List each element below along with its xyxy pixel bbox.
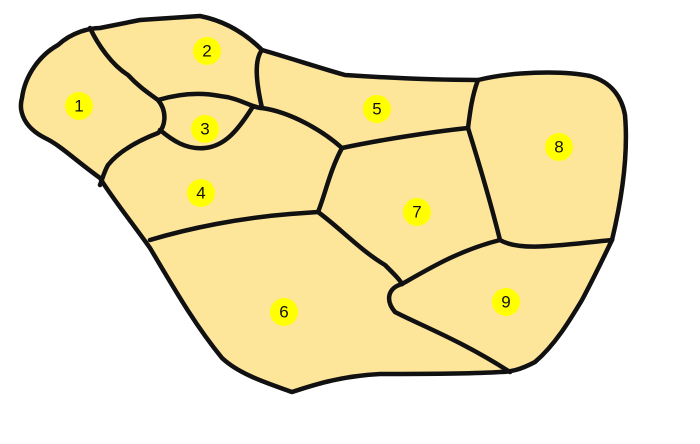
region-label-8[interactable]: 8: [545, 133, 573, 161]
region-number: 9: [501, 293, 510, 312]
region-label-5[interactable]: 5: [363, 95, 391, 123]
region-number: 8: [554, 138, 563, 157]
region-marker-dot: [363, 95, 391, 123]
region-number: 1: [74, 97, 83, 116]
region-number: 7: [412, 203, 421, 222]
border-1-2: [87, 25, 161, 103]
region-number: 5: [372, 100, 381, 119]
border-7-9: [399, 237, 503, 287]
region-marker-dot: [191, 115, 219, 143]
border-4-6: [147, 209, 321, 243]
region-marker-dot: [403, 198, 431, 226]
border-5-8: [465, 77, 481, 131]
region-label-3[interactable]: 3: [191, 115, 219, 143]
region-marker-dot: [187, 179, 215, 207]
outer-boundary: [18, 13, 629, 395]
region-number: 6: [279, 303, 288, 322]
border-2-5: [254, 47, 265, 111]
region-marker-dot: [492, 288, 520, 316]
region-number: 4: [196, 184, 205, 203]
border-6-7: [315, 209, 405, 287]
border-1-4: [97, 97, 167, 188]
border-4-7: [315, 145, 345, 215]
region-marker-dot: [65, 92, 93, 120]
region-number: 2: [202, 42, 211, 61]
border-7-8: [465, 125, 503, 243]
landmass: [20, 16, 626, 392]
region-marker-dot: [193, 37, 221, 65]
region-label-2[interactable]: 2: [193, 37, 221, 65]
region-marker-dot: [270, 298, 298, 326]
region-marker-dot: [545, 133, 573, 161]
region-label-6[interactable]: 6: [270, 298, 298, 326]
region-label-7[interactable]: 7: [403, 198, 431, 226]
region-label-1[interactable]: 1: [65, 92, 93, 120]
region-label-4[interactable]: 4: [187, 179, 215, 207]
region-number: 3: [200, 120, 209, 139]
border-6-9: [386, 281, 513, 375]
region-label-9[interactable]: 9: [492, 288, 520, 316]
border-8-9: [497, 237, 615, 249]
border-3-4: [157, 105, 255, 151]
border-5-7: [339, 125, 471, 151]
border-4-5: [259, 105, 345, 151]
